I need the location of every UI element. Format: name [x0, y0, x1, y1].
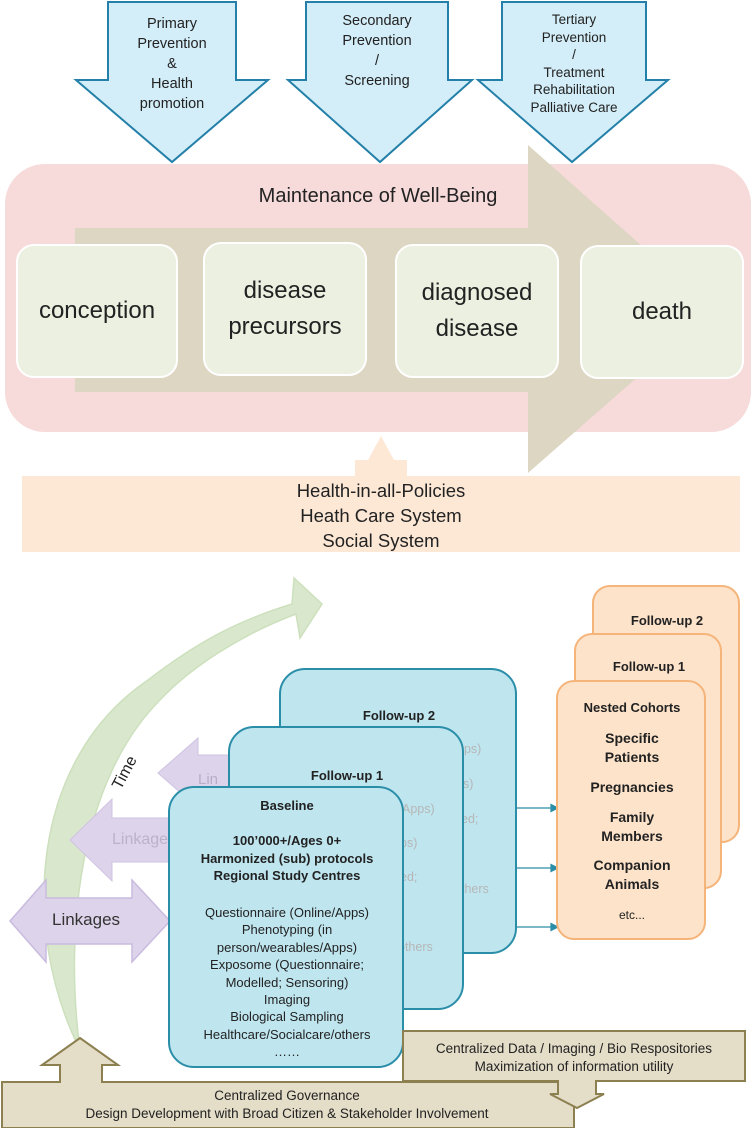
tertiary-line: Tertiary [551, 12, 597, 27]
primary-line: promotion [139, 96, 205, 112]
nested-item-family: Family Members [558, 808, 706, 846]
connector-arrowhead [550, 803, 560, 813]
policies-up-arrow [355, 436, 407, 476]
baseline-header-line: 100’000+/Ages 0+ [232, 833, 342, 848]
ghost-text: ed; [461, 812, 479, 826]
primary-line: Primary [147, 16, 197, 32]
nested-follow-up-2-title: Follow-up 2 [630, 613, 704, 628]
repositories-line: Maximization of information utility [474, 1058, 674, 1074]
follow-up-1-title: Follow-up 1 [310, 768, 384, 783]
baseline-header-line: Harmonized (sub) protocols [200, 850, 374, 866]
tertiary-line: Palliative Care [530, 99, 618, 115]
nested-item-pregnancies: Pregnancies [558, 778, 706, 797]
secondary-line: Secondary [342, 13, 412, 29]
nested-item-line: Companion [593, 857, 671, 873]
primary-line: Health [151, 76, 193, 92]
stage-disease-precursors: disease precursors [203, 242, 367, 376]
stage-label: death [631, 298, 693, 325]
stage-label: precursors [228, 313, 342, 340]
policies-label: Health-in-all-Policies Heath Care System… [22, 478, 740, 553]
tertiary-line: Rehabilitation [533, 82, 615, 97]
primary-prevention-arrow [73, 1, 271, 164]
nested-item-animals: Companion Animals [558, 856, 706, 894]
follow-up-2-title: Follow-up 2 [362, 708, 436, 723]
stage-diagnosed-disease: diagnosed disease [395, 244, 559, 378]
policy-line: Social System [322, 530, 440, 551]
ghost-text: Apps) [402, 802, 435, 816]
ghost-text: ed; [400, 870, 418, 884]
baseline-item: Exposome (Questionnaire; [210, 957, 364, 973]
nested-cohorts-card: Nested Cohorts Specific Patients Pregnan… [556, 680, 706, 940]
primary-line: Prevention [137, 36, 207, 52]
repositories-label: Centralized Data / Imaging / Bio Resposi… [403, 1040, 745, 1075]
connector-arrowhead [550, 922, 560, 932]
nested-item-line: Pregnancies [590, 779, 674, 795]
baseline-item: Healthcare/Socialcare/others [203, 1026, 371, 1042]
policy-line: Heath Care System [300, 505, 462, 526]
life-course-arrow [75, 145, 714, 473]
secondary-prevention-arrow [285, 1, 475, 164]
ghost-text: ps) [400, 836, 418, 850]
governance-label: Centralized Governance Design Developmen… [10, 1087, 564, 1122]
linkage-label-front: Linkages [52, 910, 121, 929]
secondary-line: Screening [344, 73, 410, 89]
baseline-item: Imaging [263, 992, 311, 1008]
baseline-item: …… [274, 1044, 300, 1060]
ghost-text: s) [463, 777, 474, 791]
policies-background [22, 476, 740, 552]
ghost-text: thers [461, 882, 489, 896]
nested-item-line: Patients [604, 749, 660, 765]
governance-line: Centralized Governance [214, 1088, 360, 1103]
secondary-line: Prevention [342, 33, 412, 49]
repositories-line: Centralized Data / Imaging / Bio Resposi… [435, 1041, 713, 1056]
ghost-text: others [398, 940, 433, 954]
primary-prevention-label: Primary Prevention & Health promotion [108, 14, 236, 114]
stage-label: disease [435, 315, 519, 342]
tertiary-prevention-label: Tertiary Prevention / Treatment Rehabili… [502, 11, 646, 116]
wellbeing-title: Maintenance of Well-Being [258, 185, 498, 207]
tertiary-prevention-arrow [475, 1, 671, 164]
nested-cohorts-title: Nested Cohorts [583, 700, 681, 715]
secondary-prevention-label: Secondary Prevention / Screening [306, 11, 448, 91]
nested-etc: etc... [618, 908, 645, 922]
governance-line: Design Development with Broad Citizen & … [85, 1105, 489, 1121]
stage-label: conception [38, 297, 156, 324]
baseline-item: Biological Sampling [230, 1009, 344, 1025]
nested-item-line: Members [601, 828, 663, 844]
cohort-baseline-card: Baseline 100’000+/Ages 0+ Harmonized (su… [168, 786, 404, 1068]
stage-label: disease [243, 277, 327, 304]
nested-follow-up-1-title: Follow-up 1 [612, 659, 686, 674]
baseline-item: person/wearables/Apps) [216, 939, 358, 955]
tertiary-line: / [572, 47, 576, 62]
baseline-title: Baseline [260, 798, 314, 813]
nested-item-line: Family [609, 809, 655, 825]
repositories-down-arrow [402, 1030, 746, 1110]
primary-line: & [167, 56, 177, 72]
stage-label: diagnosed [421, 279, 533, 306]
nested-item-line: Animals [604, 876, 660, 892]
baseline-header: 100’000+/Ages 0+ Harmonized (sub) protoc… [170, 832, 404, 885]
tertiary-line: Treatment [543, 64, 605, 80]
baseline-item: Modelled; Sensoring) [225, 974, 349, 990]
linkage-label-mid: Linkage [112, 831, 169, 848]
policy-line: Health-in-all-Policies [296, 480, 466, 501]
nested-item-line: Specific [605, 730, 659, 746]
stage-death: death [580, 245, 744, 379]
secondary-line: / [374, 53, 380, 69]
tertiary-line: Prevention [541, 29, 607, 45]
baseline-item: Questionnaire (Online/Apps) [204, 905, 370, 920]
nested-item-patients: Specific Patients [558, 729, 706, 767]
baseline-items: Questionnaire (Online/Apps) Phenotyping … [170, 904, 404, 1061]
linkage-label-back: Lin [198, 771, 219, 788]
stage-conception: conception [16, 244, 178, 378]
baseline-item: Phenotyping (in [241, 922, 333, 938]
connector-arrowhead [550, 863, 560, 873]
baseline-header-line: Regional Study Centres [213, 868, 361, 883]
